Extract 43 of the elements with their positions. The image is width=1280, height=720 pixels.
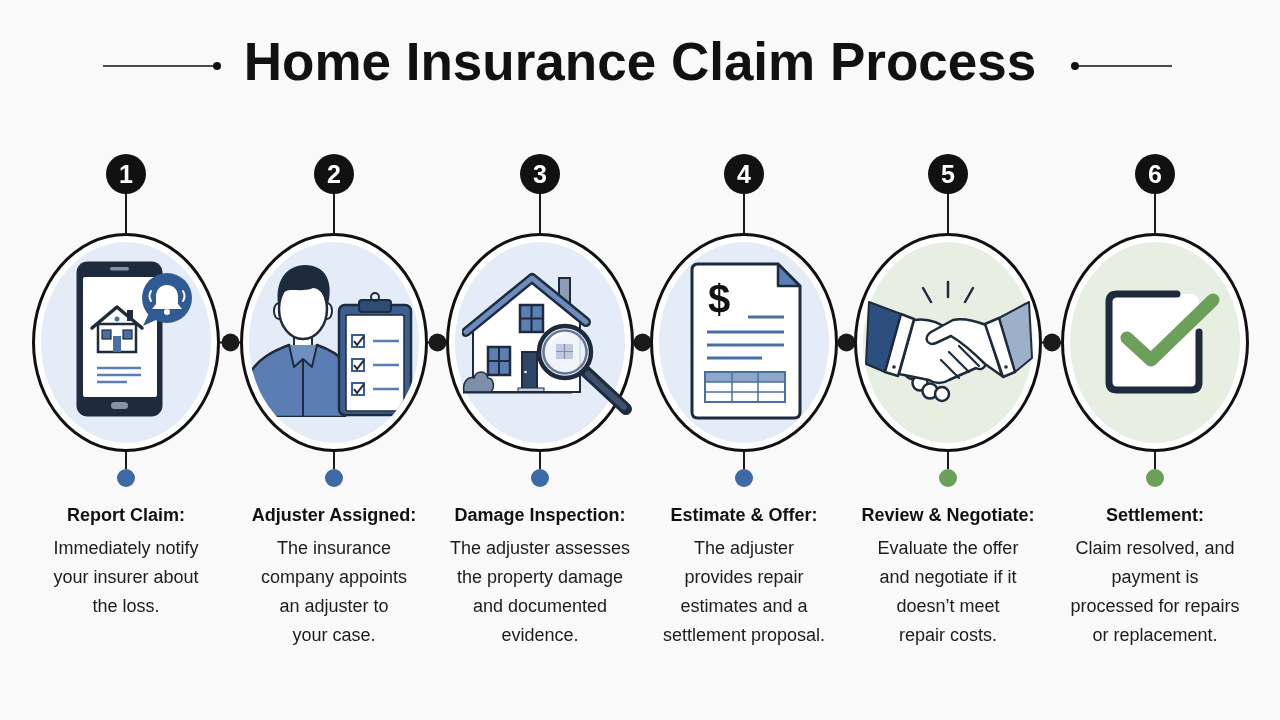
connector-line (125, 193, 127, 234)
dot-connector (219, 333, 241, 352)
dot-connector (427, 333, 447, 352)
step-heading: Estimate & Offer: (670, 504, 818, 527)
step-heading: Settlement: (1106, 504, 1204, 527)
connector-line (333, 193, 335, 234)
step-number-badge: 3 (520, 154, 560, 194)
connector-line (539, 193, 541, 234)
dollar-sign: $ (708, 279, 731, 319)
step-number-badge: 1 (106, 154, 146, 194)
step-heading: Adjuster Assigned: (251, 504, 417, 527)
connector-line (1154, 451, 1156, 470)
connector-line (1154, 193, 1156, 234)
dot-connector (837, 333, 856, 352)
step-description: Evaluate the offer and negotiate if it doesn’t meet repair costs. (876, 537, 1020, 647)
step-dot (117, 469, 135, 487)
connector-line (333, 451, 335, 470)
step-dot (1146, 469, 1164, 487)
connector-line (947, 193, 949, 234)
connector-line (125, 451, 127, 470)
step-number-badge: 2 (314, 154, 354, 194)
step-description: The adjuster assesses the property damage and documented evidence. (448, 537, 632, 647)
step-heading: Damage Inspection: (454, 504, 626, 527)
step-description: The insurance company appoints an adjuster to your case. (260, 537, 408, 647)
dot-connector (633, 333, 652, 352)
step-description: Immediately notify your insurer about the loss. (52, 537, 200, 618)
step-dot (735, 469, 753, 487)
step-number-badge: 4 (724, 154, 764, 194)
step-heading: Review & Negotiate: (861, 504, 1035, 527)
connector-line (539, 451, 541, 470)
dot-connector (1041, 333, 1062, 352)
step-number-badge: 5 (928, 154, 968, 194)
step-dot (939, 469, 957, 487)
step-description: The adjuster provides repair estimates and a settlement proposal. (661, 537, 827, 647)
step-heading: Report Claim: (67, 504, 185, 527)
step-dot (531, 469, 549, 487)
title: Home Insurance Claim Process (243, 31, 1037, 93)
step-number-badge: 6 (1135, 154, 1175, 194)
connector-line (947, 451, 949, 470)
step-dot (325, 469, 343, 487)
connector-line (743, 193, 745, 234)
step-description: Claim resolved, and payment is processed for repairs or replacement. (1069, 537, 1241, 647)
connector-line (743, 451, 745, 470)
